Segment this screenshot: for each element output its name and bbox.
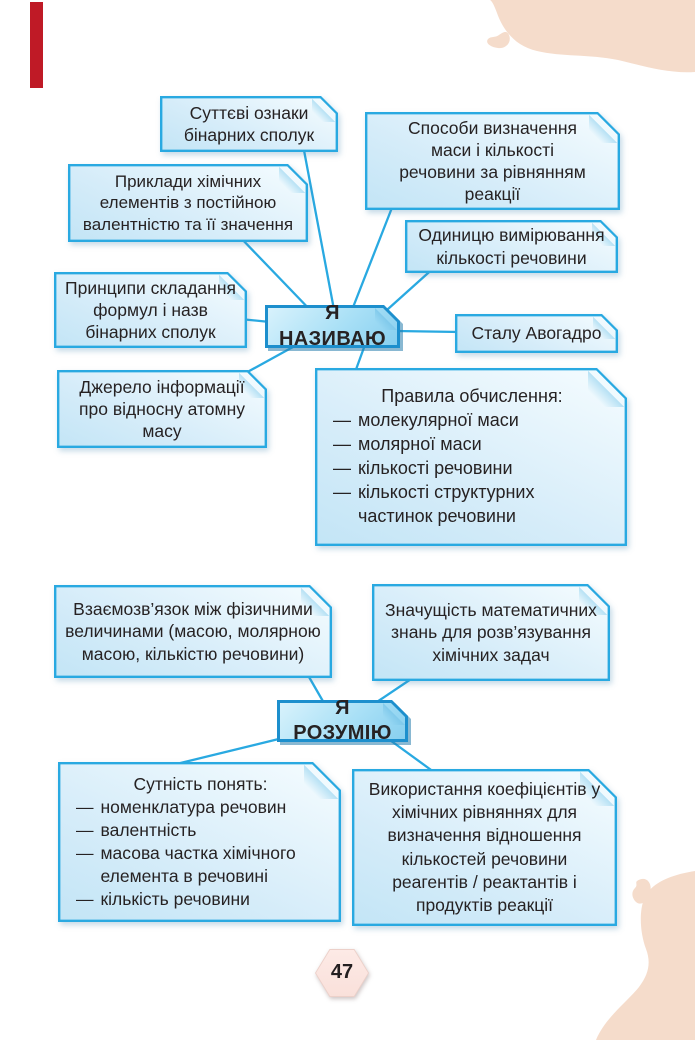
box-line: Принципи складання: [65, 277, 236, 298]
box-line: речовини за рівнянням: [399, 162, 586, 182]
topic-box-calculation-rules: Правила обчислення: —молекулярної маси —…: [315, 368, 627, 546]
page-number-badge: 47: [315, 948, 369, 998]
peach-droplet-bottom: [632, 878, 651, 904]
node-label: Я РОЗУМІЮ: [293, 696, 392, 744]
list-dash: —: [76, 819, 94, 840]
box-line: реакції: [464, 184, 521, 205]
list-item: —номенклатура речовин: [76, 796, 325, 819]
list-item: —валентність: [76, 819, 325, 842]
central-node-naming: Я НАЗИВАЮ: [265, 302, 400, 350]
box-line: бінарних сполук: [85, 322, 216, 343]
peach-blob-bottom-right: [596, 871, 695, 1040]
box-line: про відносну атомну: [79, 398, 245, 419]
topic-box-math-value: Значущість математичних знань для розв’я…: [372, 584, 610, 681]
box-line: Сталу Авогадро: [471, 323, 602, 344]
box-line: формул і назв: [93, 299, 208, 320]
list-dash: —: [333, 458, 351, 478]
topic-box-info-source: Джерело інформації про відносну атомну м…: [57, 370, 267, 448]
list-dash: —: [76, 889, 94, 910]
box-title: Сутність понять:: [133, 773, 268, 794]
box-line: Взаємозв’язок між фізичними: [73, 599, 313, 620]
connector-line: [348, 198, 397, 317]
list-dash: —: [333, 481, 351, 502]
box-line: валентністю та її значення: [82, 214, 294, 234]
box-line: хімічних рівняннях для: [391, 801, 578, 822]
peach-blob-top-right: [490, 0, 695, 73]
box-line: хімічних задач: [432, 644, 550, 665]
box-line: масу: [142, 421, 182, 442]
box-line: визначення відношення: [387, 825, 582, 846]
connector-line: [236, 233, 317, 317]
box-line: Одиницю вимірювання: [418, 225, 605, 246]
topic-box-element-examples: Приклади хімічних елементів з постійною …: [68, 164, 308, 242]
topic-box-relationship: Взаємозв’язок між фізичними величинами (…: [54, 585, 332, 678]
topic-box-mass-methods: Способи визначення маси і кількості речо…: [365, 112, 620, 210]
list-item: —масова частка хімічного елемента в речо…: [76, 842, 325, 888]
red-bookmark: [30, 2, 43, 88]
box-line: продуктів реакції: [415, 895, 554, 916]
connector-line: [394, 329, 462, 334]
list-item: —молярної маси: [333, 433, 611, 457]
topic-box-formula-principles: Принципи складання формул і назв бінарни…: [54, 272, 247, 348]
peach-droplet-top: [487, 31, 510, 49]
topic-box-unit-of-amount: Одиницю вимірювання кількості речовини: [405, 220, 618, 273]
central-node-understanding: Я РОЗУМІЮ: [277, 696, 408, 744]
box-line: кількості речовини: [436, 247, 587, 268]
box-line: Значущість математичних: [385, 600, 597, 621]
box-line: бінарних сполук: [183, 125, 315, 145]
topic-box-essential-features: Суттєві ознаки бінарних сполук: [160, 96, 338, 152]
list-dash: —: [333, 410, 351, 431]
list-item: —кількості речовини: [333, 457, 611, 481]
page-number: 47: [330, 961, 354, 984]
box-line: знань для розв’язування: [391, 622, 591, 643]
topic-box-essence: Сутність понять: —номенклатура речовин —…: [58, 762, 341, 922]
box-line: величинами (масою, молярною: [65, 621, 321, 642]
list-dash: —: [76, 796, 94, 817]
list-dash: —: [76, 843, 94, 863]
list-item: —кількості структурних частинок речовини: [333, 481, 611, 529]
box-title: Правила обчислення:: [381, 386, 563, 407]
box-line: реагентів / реактантів і: [392, 871, 577, 892]
list-dash: —: [333, 434, 351, 455]
box-line: елементів з постійною: [99, 193, 277, 213]
list-item: —молекулярної маси: [333, 409, 611, 433]
box-line: Джерело інформації: [79, 376, 245, 397]
box-line: Суттєві ознаки: [189, 102, 309, 123]
node-label: Я НАЗИВАЮ: [278, 302, 387, 350]
box-line: масою, кількістю речовини): [81, 643, 305, 664]
list-item: —кількість речовини: [76, 888, 325, 911]
box-line: Використання коефіцієнтів у: [368, 778, 601, 799]
box-line: Способи визначення: [408, 117, 577, 138]
box-line: Приклади хімічних: [114, 171, 262, 191]
topic-box-coefficients: Використання коефіцієнтів у хімічних рів…: [352, 769, 617, 926]
box-line: кількостей речовини: [401, 848, 568, 869]
box-line: маси і кількості: [430, 139, 554, 160]
connector-line: [301, 143, 337, 317]
topic-box-avogadro: Сталу Авогадро: [455, 314, 618, 353]
